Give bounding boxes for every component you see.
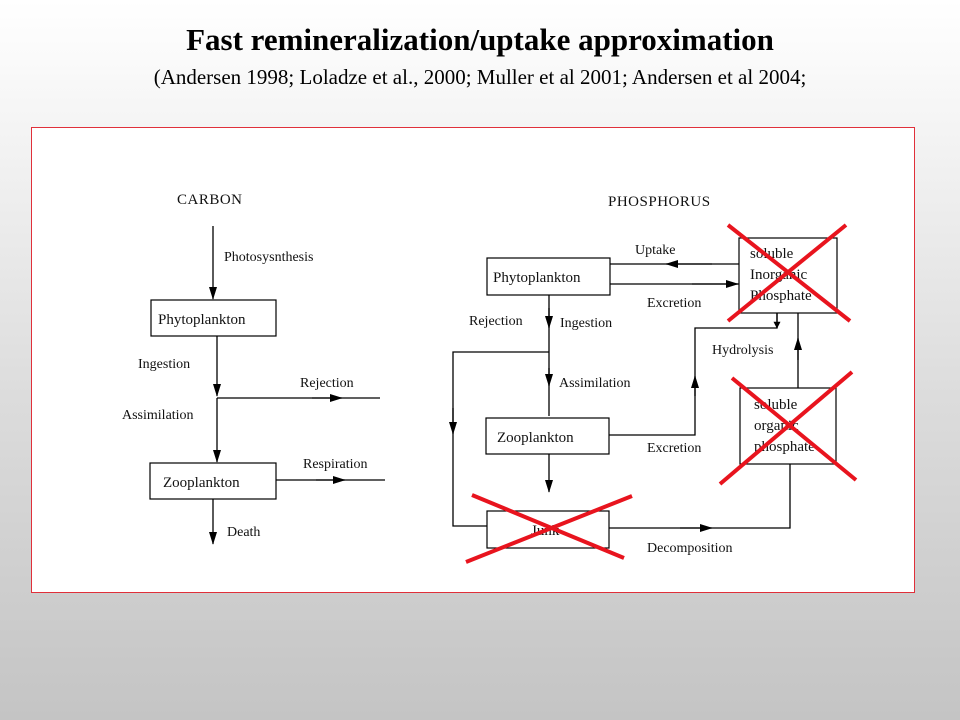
phos-zooplankton-box xyxy=(485,417,610,455)
carbon-diagram: CARBON Photosysnthesis Phytoplankton Ing… xyxy=(122,192,385,545)
cross-junk-icon xyxy=(465,493,633,564)
carbon-rejection-label: Rejection xyxy=(300,376,354,391)
decomposition-line xyxy=(609,464,791,529)
phos-rejection-label: Rejection xyxy=(469,314,523,329)
cross-sop-icon xyxy=(718,370,858,486)
cross-sip-icon xyxy=(726,223,852,323)
phos-ingestion-label: Ingestion xyxy=(560,316,612,331)
phos-phytoplankton-label: Phytoplankton xyxy=(493,270,581,286)
phos-phytoplankton-box xyxy=(486,257,611,296)
phos-rejection-loop xyxy=(452,351,549,527)
carbon-photosynthesis-label: Photosysnthesis xyxy=(224,250,313,265)
carbon-phytoplankton-label: Phytoplankton xyxy=(158,312,246,328)
page-subtitle: (Andersen 1998; Loladze et al., 2000; Mu… xyxy=(153,65,807,89)
carbon-ingestion-label: Ingestion xyxy=(138,357,190,372)
carbon-phytoplankton-box xyxy=(150,299,277,337)
carbon-death-label: Death xyxy=(227,525,260,540)
decomposition-label: Decomposition xyxy=(647,541,733,556)
diagram-panel: CARBON Photosysnthesis Phytoplankton Ing… xyxy=(31,127,915,593)
carbon-zooplankton-label: Zooplankton xyxy=(163,475,240,491)
excretion-top-label: Excretion xyxy=(647,296,701,311)
carbon-assimilation-label: Assimilation xyxy=(122,408,194,423)
excretion-bottom-label: Excretion xyxy=(647,441,701,456)
carbon-respiration-label: Respiration xyxy=(303,457,368,472)
phos-zooplankton-label: Zooplankton xyxy=(497,430,574,446)
sop-line1: soluble xyxy=(754,397,798,413)
phosphorus-heading: PHOSPHORUS xyxy=(608,194,711,210)
carbon-heading: CARBON xyxy=(177,192,243,208)
hydrolysis-label: Hydrolysis xyxy=(712,343,773,358)
excretion-bottom-line xyxy=(609,313,778,436)
phosphorus-diagram: PHOSPHORUS Phytoplankton soluble Inorgan… xyxy=(449,194,858,564)
uptake-label: Uptake xyxy=(635,243,675,258)
diagram-svg: CARBON Photosysnthesis Phytoplankton Ing… xyxy=(122,192,858,564)
page-title: Fast remineralization/uptake approximati… xyxy=(186,22,774,57)
phos-assimilation-label: Assimilation xyxy=(559,376,631,391)
sip-line2: Inorganic xyxy=(750,267,808,283)
